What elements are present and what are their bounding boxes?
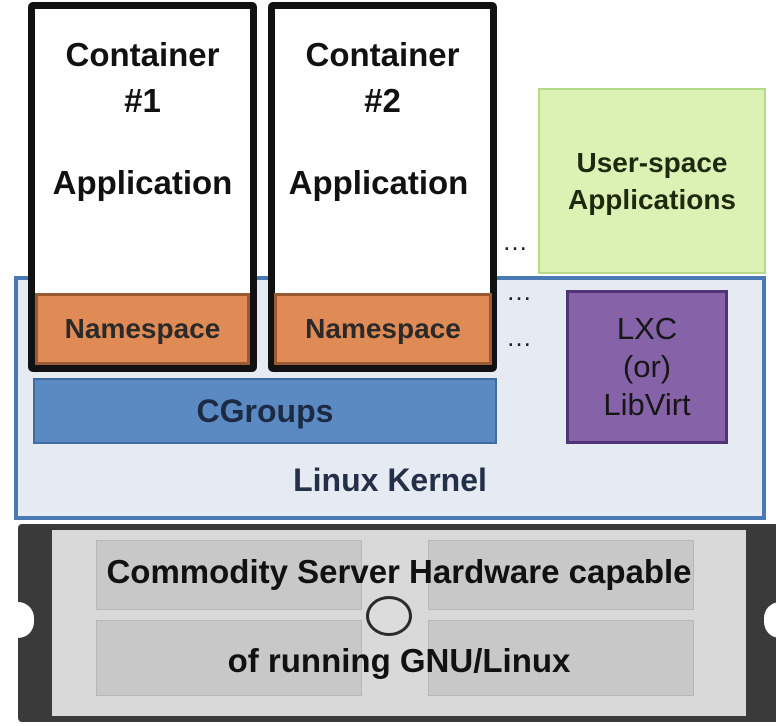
drive-bay bbox=[96, 620, 362, 696]
container-2-title: Container #2 bbox=[268, 32, 497, 124]
ellipsis-userspace: … bbox=[502, 226, 530, 256]
drive-bay bbox=[96, 540, 362, 610]
hardware-label-line2: of running GNU/Linux bbox=[227, 642, 571, 679]
drive-bay bbox=[428, 620, 694, 696]
container-2-title-line2: #2 bbox=[364, 82, 401, 119]
hardware-label-line1: Commodity Server Hardware capable bbox=[106, 553, 692, 590]
container-1-title-line2: #1 bbox=[124, 82, 161, 119]
container-1-application: Application bbox=[52, 164, 233, 201]
chassis-notch-left bbox=[18, 602, 34, 638]
container-1-title: Container #1 bbox=[28, 32, 257, 124]
lxc-label-line2: (or) bbox=[622, 349, 672, 384]
container-2-namespace: Namespace bbox=[274, 293, 492, 365]
cgroups-box: CGroups bbox=[33, 378, 497, 444]
userspace-applications-box: User-space Applications bbox=[538, 88, 766, 274]
container-1-namespace: Namespace bbox=[35, 293, 250, 365]
lxc-libvirt-box: LXC (or) LibVirt bbox=[566, 290, 728, 444]
container-1-title-line1: Container bbox=[65, 36, 220, 73]
userspace-label-line1: User-space bbox=[576, 147, 728, 178]
lxc-label-line1: LXC bbox=[616, 311, 678, 346]
lxc-label-line3: LibVirt bbox=[603, 387, 691, 422]
power-button-icon bbox=[366, 596, 412, 636]
ellipsis-namespace: … bbox=[506, 322, 534, 352]
chassis-notch-right bbox=[764, 602, 776, 638]
container-2-title-line1: Container bbox=[305, 36, 460, 73]
ellipsis-kernel-top: … bbox=[506, 276, 534, 306]
userspace-label-line2: Applications bbox=[567, 184, 736, 215]
kernel-label: Linux Kernel bbox=[293, 462, 487, 498]
drive-bay bbox=[428, 540, 694, 610]
container-2-application: Application bbox=[288, 164, 469, 201]
